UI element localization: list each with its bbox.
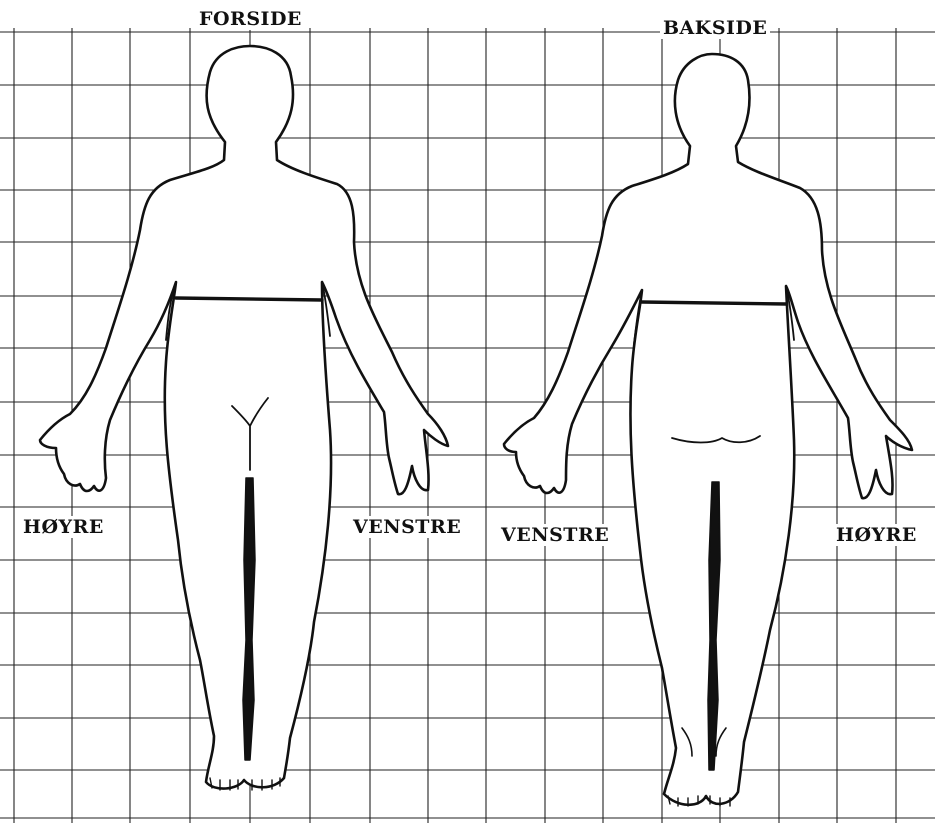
front-right-side-label: HØYRE <box>20 516 107 538</box>
back-right-side-label: HØYRE <box>833 524 920 546</box>
back-waist-line <box>642 302 786 304</box>
back-left-side-label: VENSTRE <box>498 524 612 546</box>
front-view-title: FORSIDE <box>196 8 305 30</box>
back-body-figure <box>504 54 912 806</box>
front-body-figure <box>40 46 448 790</box>
back-view-title: BAKSIDE <box>660 17 770 39</box>
front-leg-gap <box>243 478 255 760</box>
front-left-side-label: VENSTRE <box>350 516 464 538</box>
front-waist-line <box>176 298 322 300</box>
reference-grid <box>0 28 935 823</box>
